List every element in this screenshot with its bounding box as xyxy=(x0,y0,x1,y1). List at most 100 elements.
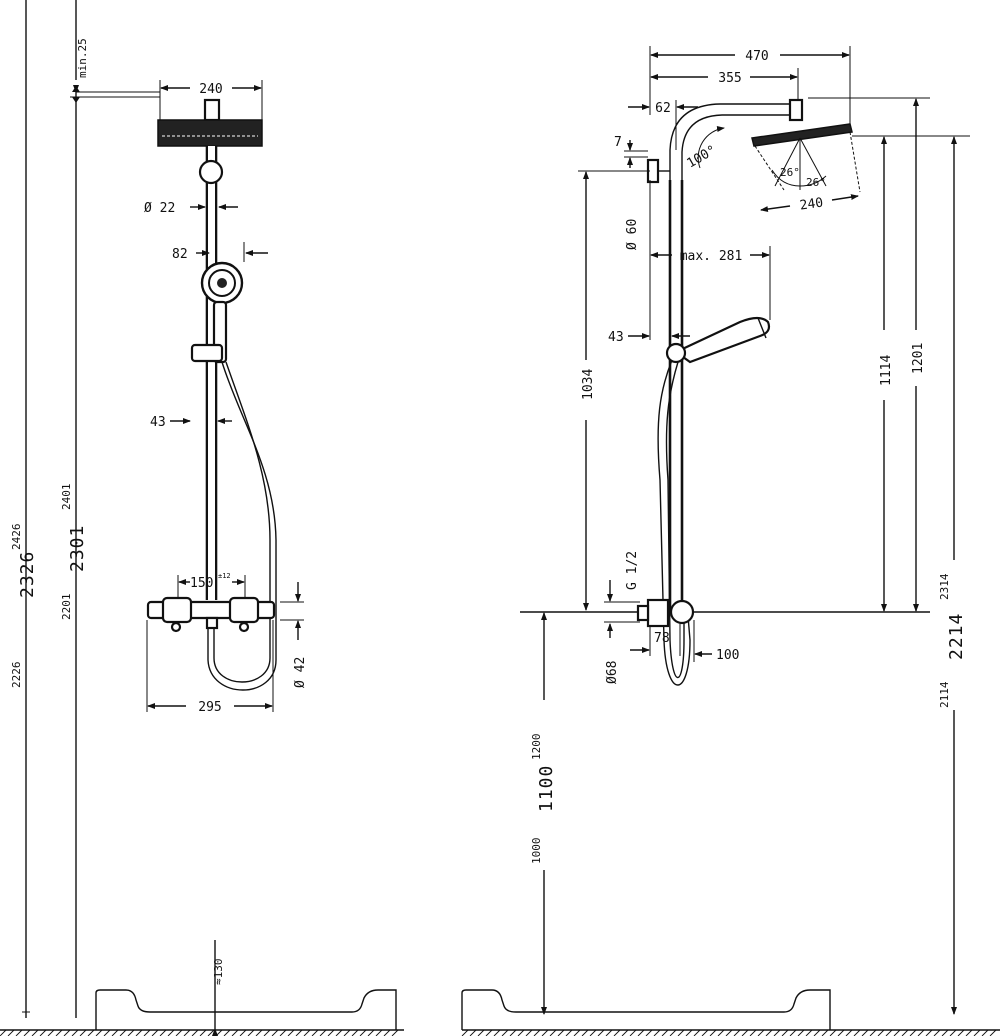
hatch-line xyxy=(701,1029,709,1036)
front-view: min.25 2226 2326 2426 2201 2301 2401 240… xyxy=(0,0,404,1036)
hatch-line xyxy=(183,1029,191,1036)
mixer-spacing-tolerance: ±12 xyxy=(218,572,231,580)
mixer-height-label-1000: 1000 xyxy=(530,838,543,865)
arm-reach-total-label: 470 xyxy=(745,49,768,64)
height-label-2401: 2401 xyxy=(60,484,73,511)
hatch-line xyxy=(709,1029,717,1036)
hatch-line xyxy=(797,1029,805,1036)
shower-hose-inner xyxy=(213,361,271,683)
hatch-line xyxy=(893,1029,901,1036)
side-mixer-knob xyxy=(669,599,695,625)
hatch-line xyxy=(549,1029,557,1036)
hatch-line xyxy=(573,1029,581,1036)
hatch-line xyxy=(517,1029,525,1036)
tray-height-label: ≈130 xyxy=(212,959,225,986)
shower-tray-front xyxy=(95,989,397,1030)
height-label-2114: 2114 xyxy=(938,681,951,708)
hatch-line xyxy=(669,1029,677,1036)
hatch-line xyxy=(837,1029,845,1036)
height-label-2226: 2226 xyxy=(10,662,23,689)
wall-gap-label: 7 xyxy=(614,135,622,150)
hatch-line xyxy=(861,1029,869,1036)
height-label-2201: 2201 xyxy=(60,594,73,621)
height-label-2314: 2314 xyxy=(938,573,951,600)
hatch-line xyxy=(391,1029,399,1036)
side-hose-outer xyxy=(657,359,691,686)
hatch-line xyxy=(199,1029,207,1036)
hatch-line xyxy=(477,1029,485,1036)
hatch-line xyxy=(637,1029,645,1036)
hatch-line xyxy=(813,1029,821,1036)
hatch-line xyxy=(271,1029,279,1036)
dim-arrow xyxy=(831,194,859,201)
hatch-line xyxy=(653,1029,661,1036)
overhead-shower-head-side xyxy=(751,123,853,147)
hatch-line xyxy=(821,1029,829,1036)
hatch-line xyxy=(7,1029,15,1036)
hatch-line xyxy=(645,1029,653,1036)
arrow xyxy=(72,97,80,103)
wall-offset-label: 62 xyxy=(655,101,671,116)
height-label-2214: 2214 xyxy=(946,613,967,660)
mixer-height-label-1100: 1100 xyxy=(536,765,557,812)
hatch-line xyxy=(263,1029,271,1036)
mixer-left-handle xyxy=(161,596,193,624)
arrow xyxy=(72,86,80,92)
hatch-line xyxy=(885,1029,893,1036)
hatch-line xyxy=(901,1029,909,1036)
hatch-line xyxy=(367,1029,375,1036)
hatch-line xyxy=(845,1029,853,1036)
hatch-line xyxy=(143,1029,151,1036)
hatch-line xyxy=(629,1029,637,1036)
hatch-line xyxy=(311,1029,319,1036)
hatch-line xyxy=(853,1029,861,1036)
hatch-line xyxy=(31,1029,39,1036)
hatch-line xyxy=(223,1029,231,1036)
hatch-line xyxy=(525,1029,533,1036)
hatch-line xyxy=(509,1029,517,1036)
hatch-line xyxy=(661,1029,669,1036)
hatch-line xyxy=(111,1029,119,1036)
hatch-line xyxy=(127,1029,135,1036)
side-view: 470 355 62 7 100° 26° 26° 240 xyxy=(461,46,1000,1036)
hatch-line xyxy=(95,1029,103,1036)
hatch-line xyxy=(215,1029,223,1036)
hatch-line xyxy=(909,1029,917,1036)
hatch-line xyxy=(565,1029,573,1036)
hatch-line xyxy=(765,1029,773,1036)
height-label-2301: 2301 xyxy=(67,525,88,572)
hatch-line xyxy=(47,1029,55,1036)
side-mixer-projection-label: 100 xyxy=(716,648,739,663)
hatch-line xyxy=(55,1029,63,1036)
floor-hatching-side xyxy=(461,1029,997,1036)
hatch-line xyxy=(135,1029,143,1036)
hatch-line xyxy=(605,1029,613,1036)
mixer-width-label: 295 xyxy=(198,700,221,715)
hatch-line xyxy=(335,1029,343,1036)
hatch-line xyxy=(461,1029,469,1036)
height-label-2326: 2326 xyxy=(17,551,38,598)
side-mixer-wall xyxy=(636,604,650,622)
hatch-line xyxy=(119,1029,127,1036)
hatch-line xyxy=(71,1029,79,1036)
side-rail-offset-label: 43 xyxy=(608,330,624,345)
hatch-line xyxy=(167,1029,175,1036)
hatch-line xyxy=(965,1029,973,1036)
spray-line xyxy=(754,145,785,191)
arm-angle-label: 100° xyxy=(685,143,720,172)
hatch-line xyxy=(621,1029,629,1036)
shower-arm-inner xyxy=(681,114,796,180)
hatch-line xyxy=(581,1029,589,1036)
hatch-line xyxy=(501,1029,509,1036)
hatch-line xyxy=(597,1029,605,1036)
shower-arm-outer xyxy=(669,103,798,180)
hatch-line xyxy=(15,1029,23,1036)
hatch-line xyxy=(749,1029,757,1036)
tilt-arc xyxy=(799,175,827,187)
hatch-line xyxy=(741,1029,749,1036)
hatch-line xyxy=(247,1029,255,1036)
mixer-height-label-1200: 1200 xyxy=(530,734,543,761)
hatch-line xyxy=(63,1029,71,1036)
hatch-line xyxy=(957,1029,965,1036)
